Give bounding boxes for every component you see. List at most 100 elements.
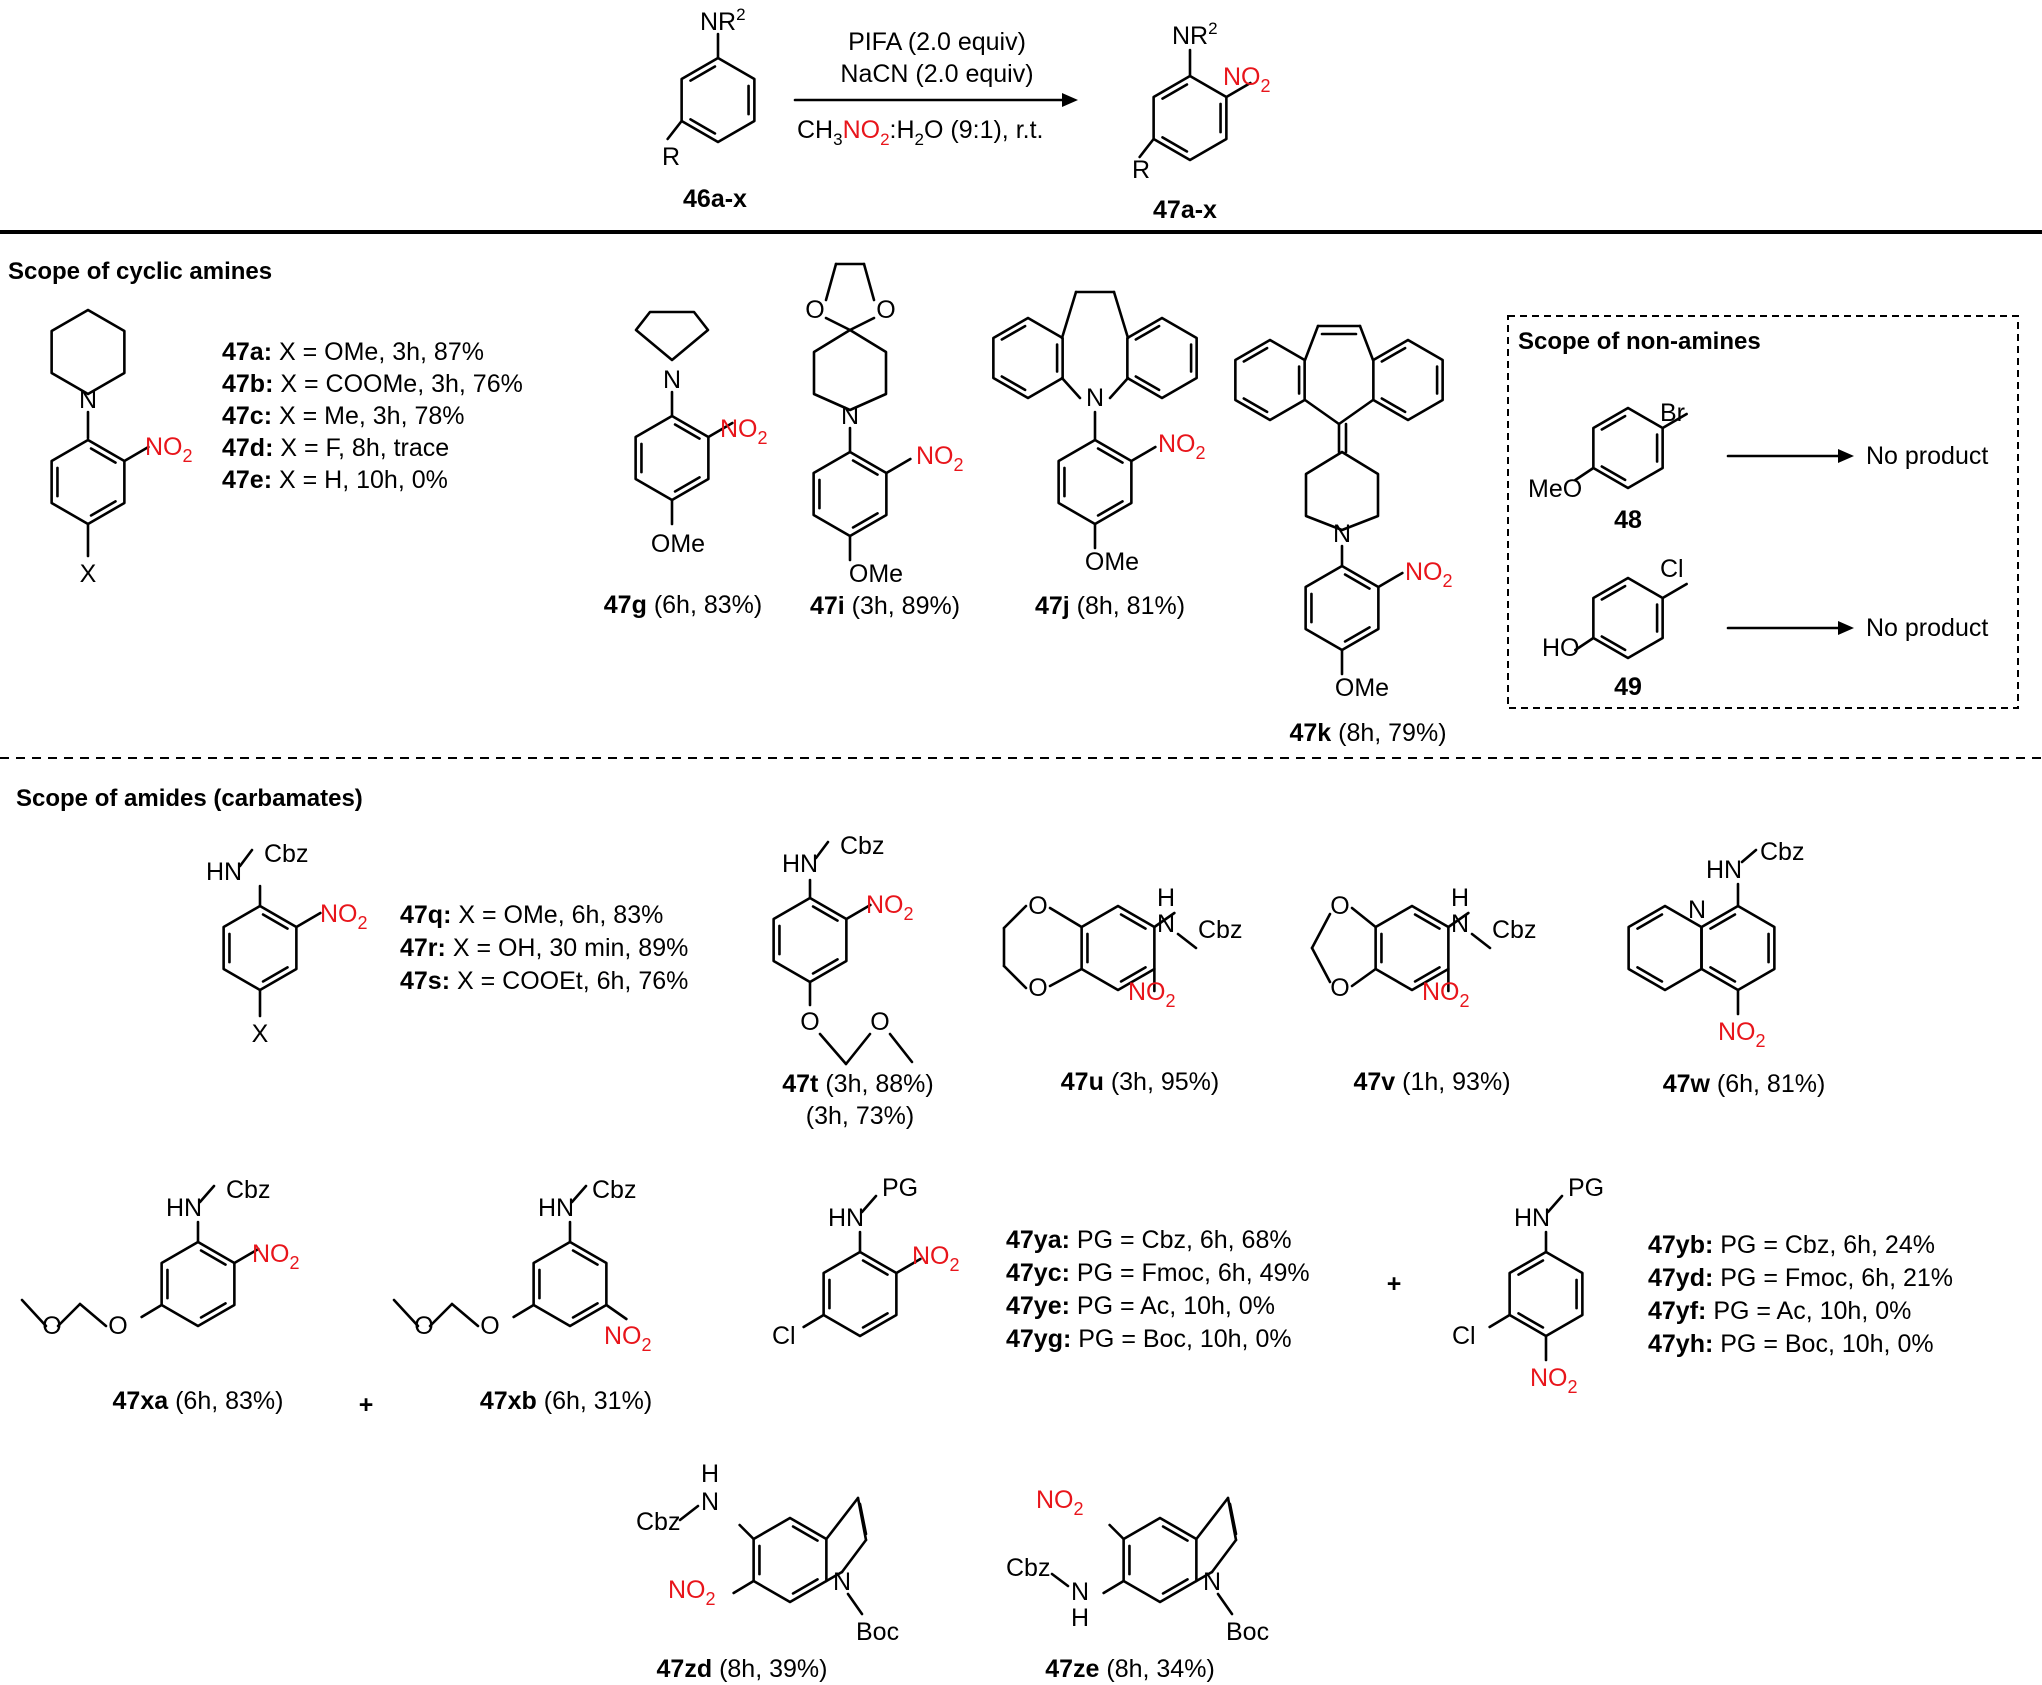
compound-id: 47ya: bbox=[1006, 1226, 1070, 1254]
double-bond bbox=[1134, 375, 1161, 392]
cbz-group: Cbz bbox=[264, 840, 308, 868]
methoxy-group: OMe bbox=[849, 560, 903, 588]
compound-id: 47s: bbox=[400, 967, 450, 995]
reagent-nacn: NaCN (2.0 equiv) bbox=[840, 60, 1033, 88]
double-bond bbox=[1517, 1312, 1545, 1329]
bond bbox=[1108, 1523, 1125, 1541]
benzene-ring bbox=[822, 1250, 898, 1338]
compound-conditions: (6h, 81%) bbox=[1710, 1070, 1825, 1098]
solvent-part: :H bbox=[890, 116, 915, 144]
compound-caption: 47xa (6h, 83%) bbox=[113, 1387, 284, 1415]
compound-conditions: X = OMe, 3h, 87% bbox=[272, 338, 484, 366]
double-bond bbox=[199, 1249, 227, 1266]
label-part: 2 bbox=[642, 1335, 652, 1355]
oxygen-atom: O bbox=[480, 1312, 499, 1340]
bond bbox=[1574, 466, 1595, 482]
label-part: NO bbox=[916, 442, 954, 470]
no-product-label: No product bbox=[1866, 614, 1988, 642]
compound-conditions: (1h, 93%) bbox=[1395, 1068, 1510, 1096]
bond bbox=[512, 1303, 535, 1319]
double-bond bbox=[1343, 573, 1371, 590]
compound-conditions: X = H, 10h, 0% bbox=[272, 466, 448, 494]
bond bbox=[707, 421, 734, 439]
double-bond bbox=[571, 1302, 599, 1319]
arrowhead bbox=[1838, 449, 1854, 463]
double-bond bbox=[1161, 1525, 1189, 1542]
double-bond bbox=[1380, 397, 1407, 414]
compound-conditions: (6h, 83%) bbox=[647, 591, 762, 619]
bond bbox=[20, 1298, 48, 1328]
bond bbox=[1350, 906, 1377, 929]
double-bond bbox=[791, 1578, 819, 1595]
double-bond bbox=[571, 1249, 599, 1266]
double-bond bbox=[1600, 465, 1627, 482]
plus-sign: + bbox=[359, 1391, 374, 1419]
label-part: NO bbox=[1036, 1486, 1074, 1514]
double-bond bbox=[851, 459, 879, 476]
bond bbox=[198, 1184, 216, 1204]
compound-id: 47g bbox=[604, 591, 647, 619]
double-bond bbox=[811, 905, 839, 922]
label-part: 2 bbox=[1074, 1499, 1084, 1519]
double-bond bbox=[791, 1525, 819, 1542]
section-title-amides: Scope of amides (carbamates) bbox=[16, 785, 363, 812]
nitro-group: NO2 bbox=[1405, 558, 1453, 591]
compound-id: 47xa bbox=[113, 1387, 170, 1415]
benzene-ring bbox=[634, 414, 710, 502]
compound-id: 47q: bbox=[400, 901, 451, 929]
scope-entry: 47yg: PG = Boc, 10h, 0% bbox=[1006, 1325, 1292, 1353]
cbz-group: Cbz bbox=[1198, 916, 1242, 944]
compound-conditions: PG = Boc, 10h, 0% bbox=[1071, 1325, 1291, 1353]
benzene-ring bbox=[160, 1240, 236, 1328]
compound-conditions: X = F, 8h, trace bbox=[273, 434, 449, 462]
label-part: NO bbox=[866, 891, 904, 919]
label-part: 2 bbox=[706, 1589, 716, 1609]
methoxy-group: OMe bbox=[1335, 674, 1389, 702]
compound-id: 47yh: bbox=[1648, 1330, 1713, 1358]
compound-conditions: X = Me, 3h, 78% bbox=[272, 402, 464, 430]
label-part: 2 bbox=[183, 446, 193, 466]
bond bbox=[1350, 967, 1377, 988]
nh-group: HN bbox=[1706, 856, 1742, 884]
label-part: 2 bbox=[954, 455, 964, 475]
scope-entry: 47s: X = COOEt, 6h, 76% bbox=[400, 967, 688, 995]
compound-conditions: X = COOMe, 3h, 76% bbox=[273, 370, 522, 398]
bond bbox=[895, 1257, 922, 1275]
oxygen-atom: O bbox=[414, 1312, 433, 1340]
bond bbox=[1102, 1579, 1125, 1595]
bond bbox=[1195, 1496, 1230, 1541]
scope-entry: 47a: X = OMe, 3h, 87% bbox=[222, 338, 484, 366]
double-bond bbox=[89, 447, 117, 464]
compound-id: 47i bbox=[810, 592, 845, 620]
double-bond bbox=[1119, 966, 1147, 983]
compound-conditions: PG = Ac, 10h, 0% bbox=[1706, 1297, 1911, 1325]
methoxy-group: OMe bbox=[1085, 548, 1139, 576]
double-bond bbox=[1380, 346, 1407, 363]
x-substituent: X bbox=[252, 1020, 269, 1048]
scope-entry: 47ya: PG = Cbz, 6h, 68% bbox=[1006, 1226, 1292, 1254]
x-substituent: X bbox=[80, 560, 97, 588]
label-part: NO bbox=[912, 1242, 950, 1270]
bond bbox=[1153, 911, 1176, 929]
bond bbox=[1470, 932, 1492, 950]
label-part: NO bbox=[604, 1322, 642, 1350]
bond bbox=[818, 1032, 848, 1066]
double-bond bbox=[1161, 83, 1189, 100]
chloro-group: Cl bbox=[1660, 555, 1684, 583]
scope-entry: 47r: X = OH, 30 min, 89% bbox=[400, 934, 688, 962]
oxygen-atom: O bbox=[1330, 974, 1349, 1002]
benzene-ring bbox=[532, 1240, 608, 1328]
nitro-group: NO2 bbox=[912, 1242, 960, 1275]
label-part: 2 bbox=[1568, 1377, 1578, 1397]
compound-conditions: X = COOEt, 6h, 76% bbox=[450, 967, 688, 995]
label-part: NO bbox=[1405, 558, 1443, 586]
boc-group: Boc bbox=[1226, 1618, 1269, 1646]
bond bbox=[1060, 290, 1078, 340]
section-title-cyclic-amines: Scope of cyclic amines bbox=[8, 258, 272, 285]
bond bbox=[1310, 946, 1332, 984]
label-part: 2 bbox=[1208, 19, 1217, 38]
